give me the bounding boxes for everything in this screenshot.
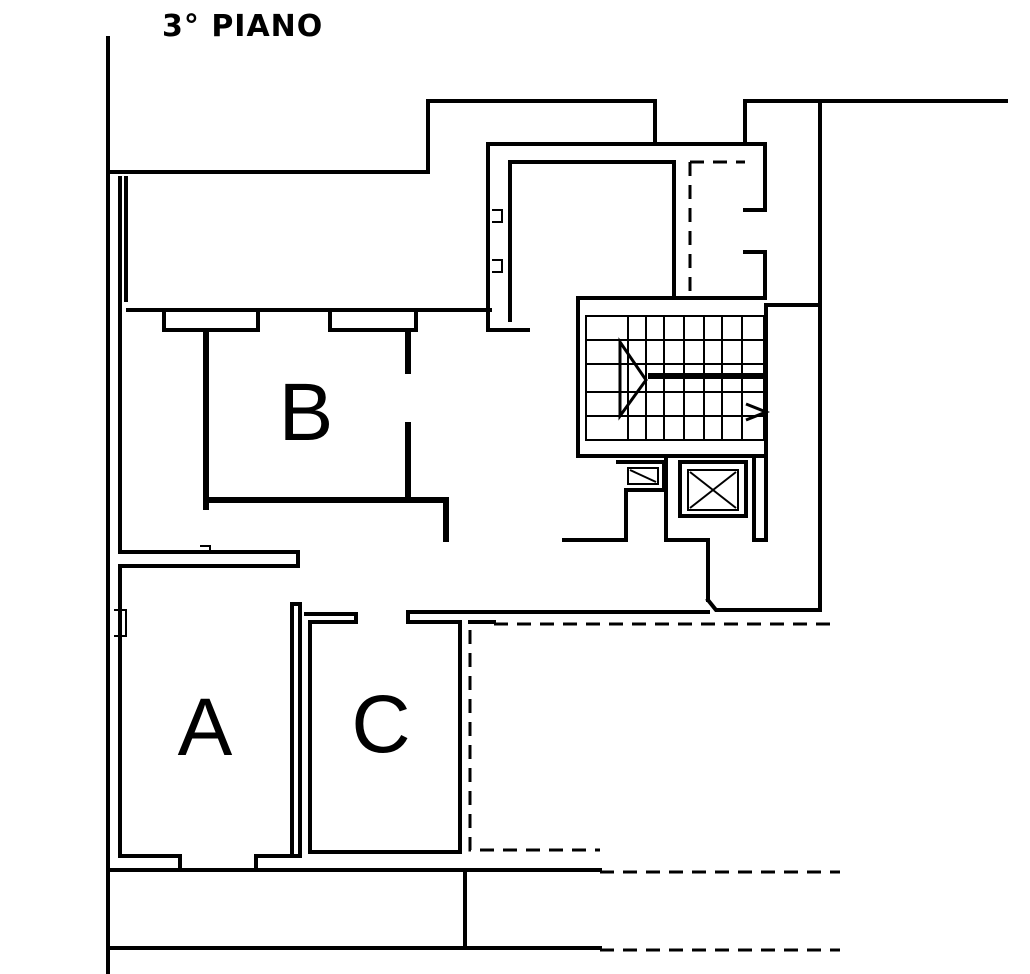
outer-walls <box>106 36 1008 974</box>
room-label-b: B <box>279 367 334 458</box>
room-label-a: A <box>178 682 233 773</box>
terrace-dashed <box>468 622 840 952</box>
room-label-c: C <box>351 679 410 770</box>
floor-title: 3° PIANO <box>162 9 323 44</box>
room-b-walls <box>162 308 449 542</box>
room-c-walls <box>290 602 710 858</box>
duct-walls <box>562 460 666 542</box>
elevator-symbol <box>664 303 768 602</box>
staircase-symbol <box>576 296 771 458</box>
corridor-walls <box>114 328 302 872</box>
north-wing-walls <box>118 142 767 332</box>
